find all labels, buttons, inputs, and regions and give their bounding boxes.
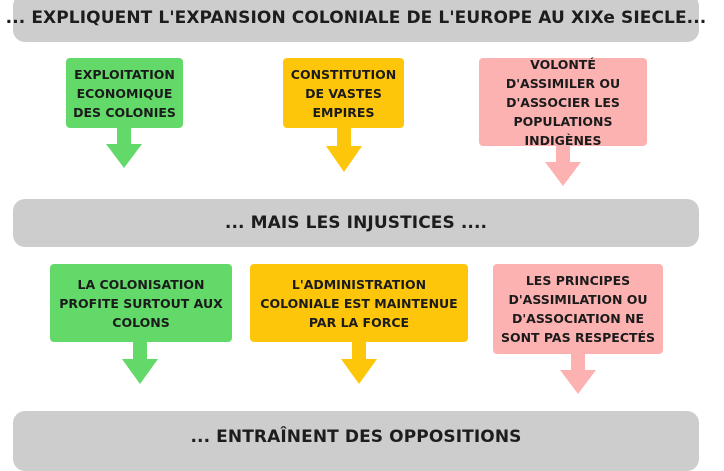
box-vast-empires: CONSTITUTION DE VASTES EMPIRES — [283, 58, 404, 128]
box-assimilation-will: VOLONTÉ D'ASSIMILER OU D'ASSOCIER LES PO… — [479, 57, 647, 148]
arrow-down-green-1 — [106, 128, 142, 168]
arrow-down-yellow-2 — [341, 342, 377, 384]
box-administration-force: L'ADMINISTRATION COLONIALE EST MAINTENUE… — [250, 264, 468, 342]
banner-middle: ... MAIS LES INJUSTICES .... — [13, 199, 699, 247]
banner-top: ... EXPLIQUENT L'EXPANSION COLONIALE DE … — [6, 0, 706, 42]
diagram-canvas: ... EXPLIQUENT L'EXPANSION COLONIALE DE … — [6, 0, 706, 471]
banner-bottom: ... ENTRAÎNENT DES OPPOSITIONS — [13, 411, 699, 471]
arrow-down-pink-1 — [545, 146, 581, 186]
arrow-down-pink-2 — [560, 354, 596, 394]
box-principles-not-respected: LES PRINCIPES D'ASSIMILATION OU D'ASSOCI… — [493, 264, 663, 354]
box-economic-exploitation: EXPLOITATION ECONOMIQUE DES COLONIES — [66, 58, 183, 128]
box-colonisation-profits: LA COLONISATION PROFITE SURTOUT AUX COLO… — [50, 264, 232, 342]
arrow-down-yellow-1 — [326, 128, 362, 172]
arrow-down-green-2 — [122, 342, 158, 384]
